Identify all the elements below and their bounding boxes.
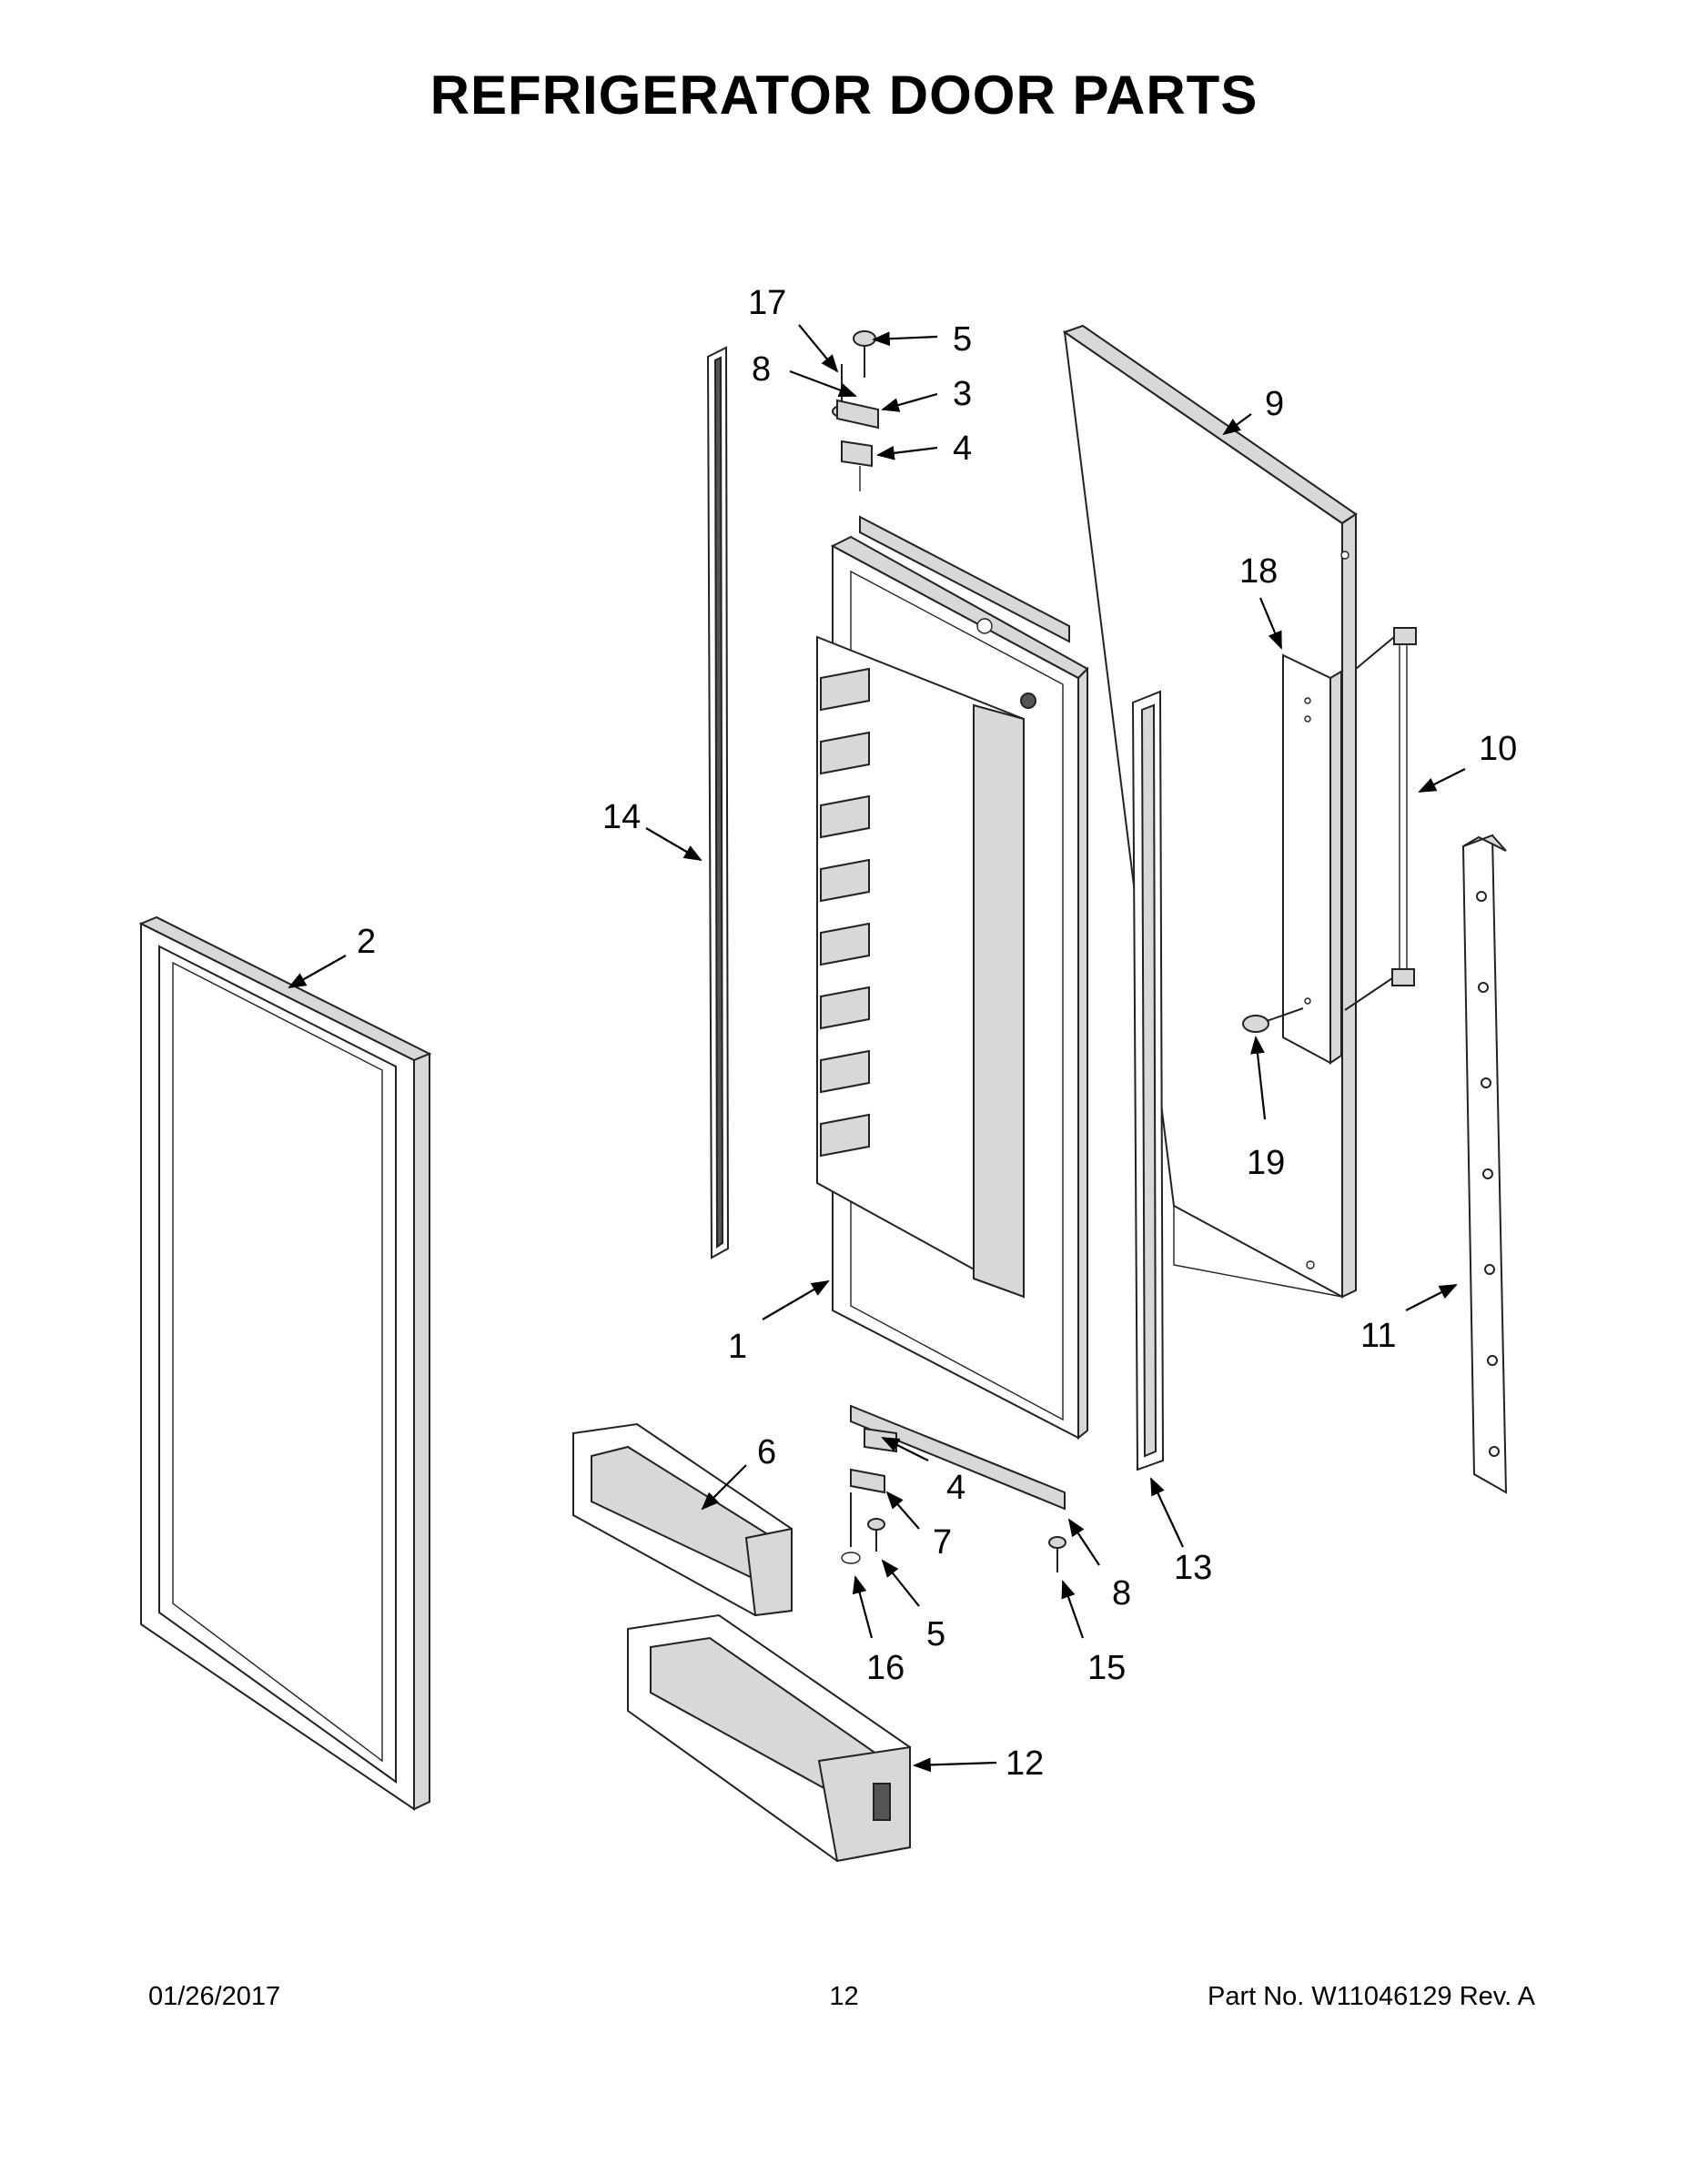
callout-17: 17 — [748, 284, 786, 322]
callout-15: 15 — [1087, 1649, 1126, 1687]
part-side-trim — [1461, 834, 1508, 1494]
callout-18: 18 — [1239, 552, 1278, 591]
callout-labels: 17 5 3 4 8 9 18 10 14 2 19 11 1 6 4 7 8 … — [357, 284, 1517, 1783]
part-gasket-strip-right — [1131, 690, 1165, 1471]
callout-13: 13 — [1174, 1549, 1212, 1587]
callout-2: 2 — [357, 923, 376, 961]
callout-5-bottom: 5 — [926, 1615, 945, 1653]
callout-1: 1 — [728, 1328, 747, 1366]
leader-lines — [288, 324, 1466, 1773]
part-door-bin-large — [627, 1613, 911, 1863]
callout-3: 3 — [953, 375, 972, 413]
part-bracket — [1282, 653, 1342, 1065]
callout-11: 11 — [1360, 1317, 1396, 1355]
part-hinge-bar-top — [859, 515, 1070, 643]
callout-12: 12 — [1006, 1744, 1044, 1783]
callout-19: 19 — [1247, 1144, 1285, 1182]
part-door-panel — [138, 915, 432, 1811]
callout-7: 7 — [933, 1523, 952, 1562]
footer-page-number: 12 — [829, 1982, 859, 2011]
callout-16: 16 — [866, 1649, 905, 1687]
callout-9: 9 — [1265, 385, 1284, 423]
callout-4-bottom: 4 — [946, 1469, 965, 1507]
callout-14: 14 — [602, 798, 641, 836]
footer-date: 01/26/2017 — [148, 1982, 281, 2011]
part-screw-19 — [1242, 1007, 1304, 1033]
callout-5-top: 5 — [953, 320, 972, 359]
callout-10: 10 — [1479, 730, 1517, 768]
part-top-hinge-group — [832, 330, 879, 491]
callout-8-bottom: 8 — [1112, 1574, 1131, 1613]
part-gasket-strip-left — [706, 346, 730, 1259]
part-handle-rod — [1344, 627, 1417, 1011]
page-title: REFRIGERATOR DOOR PARTS — [430, 65, 1258, 126]
part-door-bin-small — [572, 1422, 793, 1617]
callout-8-top: 8 — [752, 350, 771, 389]
footer-part-number: Part No. W11046129 Rev. A — [1207, 1982, 1535, 2011]
part-door-liner — [816, 535, 1089, 1441]
callout-6: 6 — [757, 1433, 776, 1471]
part-hinge-bar-bottom — [850, 1404, 1066, 1511]
callout-4-top: 4 — [953, 430, 972, 468]
part-bottom-hinge-group — [841, 1427, 1066, 1572]
